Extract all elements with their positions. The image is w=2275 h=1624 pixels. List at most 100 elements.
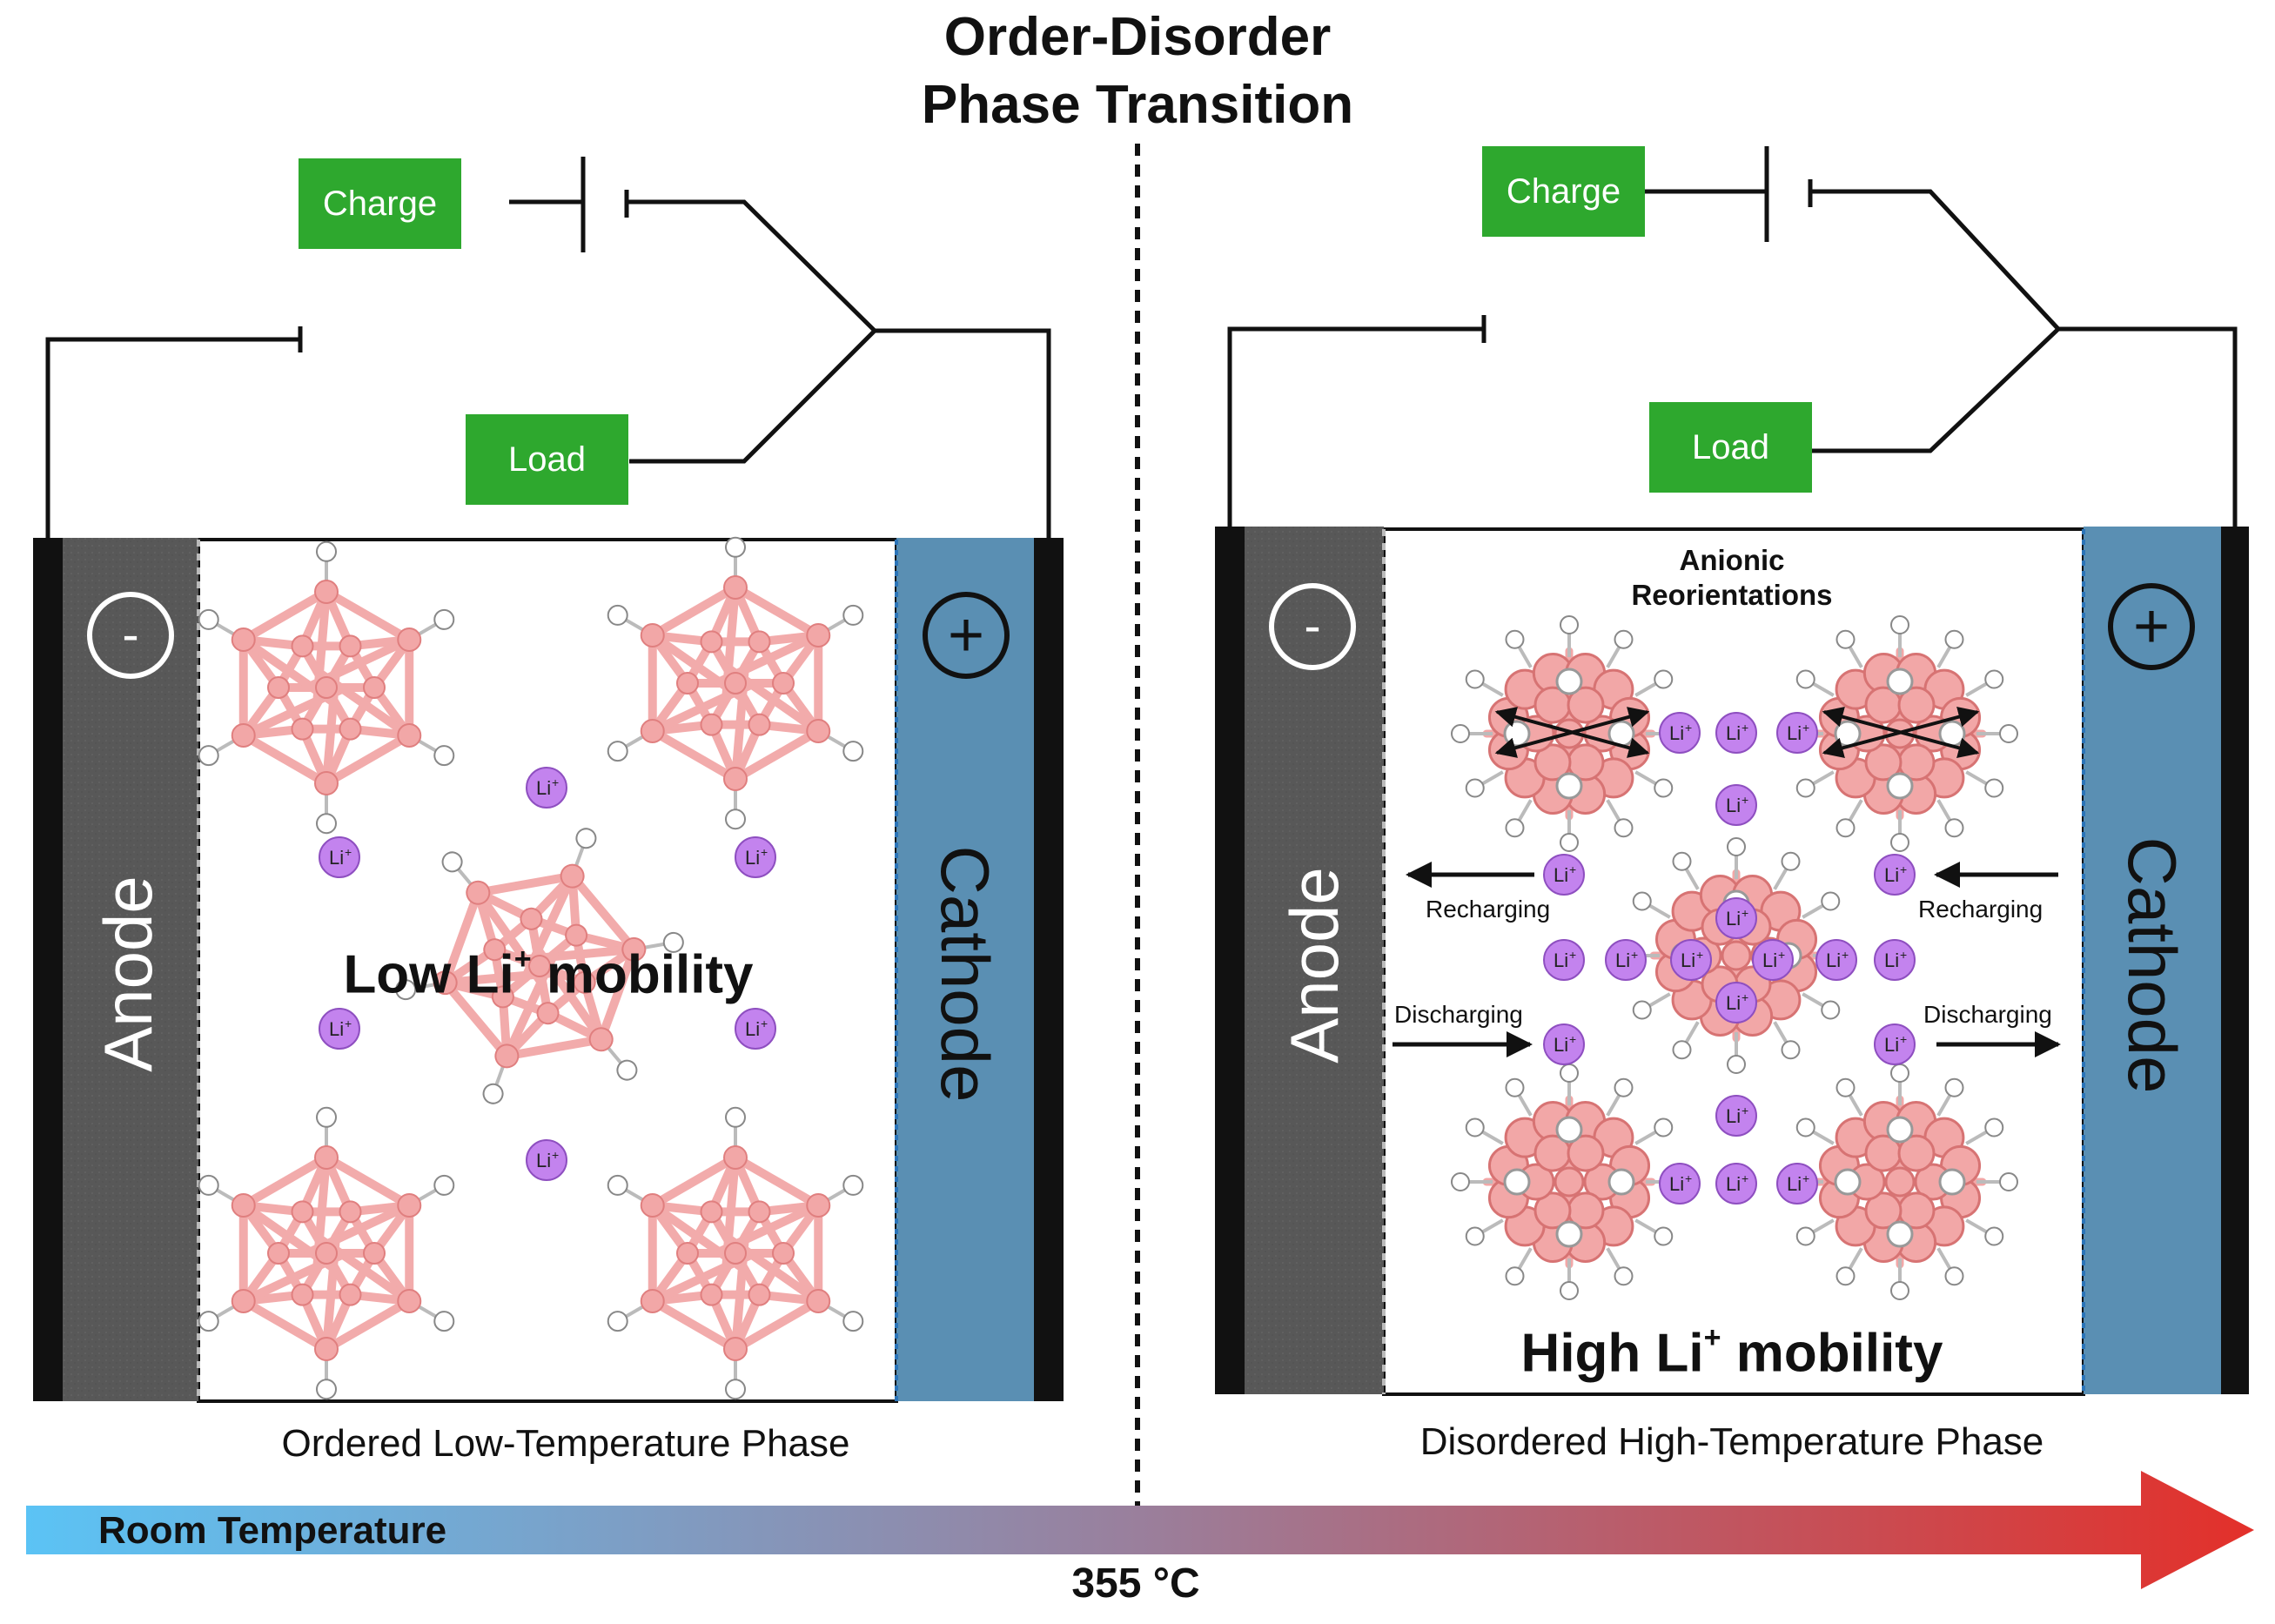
li-ion: Li+ — [1715, 1095, 1757, 1137]
svg-text:Li: Li — [1726, 908, 1741, 929]
transition-temperature-label: 355 °C — [1071, 1560, 1200, 1607]
left-mobility-sup: + — [513, 943, 532, 976]
right-mobility-sup: + — [1703, 1321, 1721, 1354]
left-cathode — [896, 538, 1034, 1401]
svg-text:+: + — [1685, 1171, 1692, 1185]
closo-borane-cluster — [198, 1106, 455, 1400]
left-cathode-sign: + — [947, 601, 985, 670]
right-cathode-label: Cathode — [2114, 836, 2191, 1094]
right-anode-current-collector — [1215, 527, 1245, 1394]
anionic-line-2: Reorientations — [1631, 578, 1833, 611]
left-cell: Li+Li+Li+Li+Li+Li+ — [33, 157, 1064, 1403]
svg-text:Li: Li — [1554, 864, 1568, 886]
right-load-chip: Load — [1649, 402, 1812, 493]
svg-text:Li: Li — [329, 1018, 344, 1040]
svg-text:Li: Li — [745, 1018, 760, 1040]
svg-text:Li: Li — [1787, 1173, 1802, 1195]
svg-text:Li: Li — [1554, 1034, 1568, 1056]
svg-text:Li: Li — [536, 777, 551, 799]
svg-text:Li: Li — [1726, 1173, 1741, 1195]
svg-text:+: + — [1900, 1032, 1907, 1046]
svg-text:+: + — [1741, 793, 1748, 807]
svg-text:+: + — [1802, 1171, 1809, 1185]
svg-text:Li: Li — [1884, 864, 1899, 886]
right-circuit-wires — [1227, 146, 2238, 527]
left-charge-chip: Charge — [299, 158, 461, 249]
svg-text:Li: Li — [1726, 992, 1741, 1014]
svg-text:Li: Li — [1762, 950, 1777, 971]
right-anode-label: Anode — [1276, 867, 1352, 1064]
disordered-cluster — [1782, 1064, 2018, 1300]
right-mobility-label: High Li+ mobility — [1471, 1323, 1993, 1380]
li-ion: Li+ — [1605, 939, 1647, 981]
left-anode — [63, 538, 198, 1401]
svg-text:Li: Li — [1726, 1105, 1741, 1127]
left-mobility-label: Low Li+ mobility — [287, 944, 809, 1002]
li-ion: Li+ — [319, 836, 360, 878]
anionic-reorientations-label: Anionic Reorientations — [1601, 543, 1862, 612]
closo-borane-cluster — [607, 1106, 864, 1400]
temperature-arrow — [26, 1471, 2254, 1589]
right-cathode — [2084, 527, 2221, 1394]
li-ion: Li+ — [1543, 854, 1585, 896]
left-load-chip: Load — [466, 414, 628, 505]
svg-text:+: + — [1741, 990, 1748, 1004]
li-ion: Li+ — [1874, 854, 1916, 896]
left-cathode-current-collector — [1034, 538, 1064, 1401]
li-ion: Li+ — [1874, 939, 1916, 981]
svg-text:Li: Li — [1826, 950, 1841, 971]
svg-text:+: + — [1802, 721, 1809, 735]
right-mobility-prefix: High Li — [1520, 1323, 1704, 1384]
left-minus-circle — [87, 592, 174, 679]
svg-text:Li: Li — [1884, 950, 1899, 971]
svg-text:+: + — [1741, 1171, 1748, 1185]
right-mobility-suffix: mobility — [1721, 1323, 1943, 1384]
closo-borane-cluster — [198, 540, 455, 835]
li-ion: Li+ — [1670, 939, 1712, 981]
svg-text:+: + — [1569, 862, 1576, 876]
svg-text:Li: Li — [1726, 722, 1741, 744]
svg-text:Li: Li — [1669, 722, 1684, 744]
svg-text:Li: Li — [1615, 950, 1630, 971]
li-ion: Li+ — [1776, 1163, 1818, 1205]
title-line-2: Phase Transition — [921, 75, 1354, 135]
svg-text:+: + — [1900, 862, 1907, 876]
svg-text:Li: Li — [745, 847, 760, 869]
discharging-label-right: Discharging — [1923, 1001, 2052, 1028]
svg-text:+: + — [1631, 948, 1638, 962]
right-phase-caption: Disordered High-Temperature Phase — [1419, 1420, 2044, 1463]
ion-flow-arrows — [1393, 862, 2061, 1057]
right-ion-group: Li+Li+Li+Li+Li+Li+Li+Li+Li+Li+Li+Li+Li+L… — [1543, 712, 1916, 1205]
left-cluster-group — [198, 536, 864, 1400]
li-ion: Li+ — [526, 1139, 567, 1181]
svg-text:Li: Li — [1669, 1173, 1684, 1195]
right-anode-sign: - — [1304, 598, 1321, 654]
svg-text:+: + — [1741, 1104, 1748, 1117]
svg-text:+: + — [1741, 721, 1748, 735]
left-anode-sign: - — [122, 607, 139, 663]
discharging-label-left: Discharging — [1394, 1001, 1523, 1028]
li-ion: Li+ — [1715, 712, 1757, 754]
li-ion: Li+ — [1815, 939, 1857, 981]
svg-text:Li: Li — [329, 847, 344, 869]
svg-text:+: + — [552, 1148, 559, 1162]
right-plus-circle — [2108, 583, 2195, 670]
disordered-cluster — [1451, 1064, 1688, 1300]
li-ion: Li+ — [1543, 1023, 1585, 1065]
left-phase-caption: Ordered Low-Temperature Phase — [281, 1422, 850, 1465]
reorientation-arrows — [1494, 706, 1980, 759]
closo-borane-cluster — [607, 536, 864, 830]
svg-text:+: + — [1900, 948, 1907, 962]
svg-text:+: + — [1778, 948, 1785, 962]
svg-text:Li: Li — [1554, 950, 1568, 971]
li-ion: Li+ — [526, 767, 567, 809]
li-ion: Li+ — [1715, 897, 1757, 939]
left-anode-current-collector — [33, 538, 63, 1401]
left-mobility-prefix: Low Li — [343, 944, 514, 1005]
title-line-1: Order-Disorder — [943, 7, 1332, 67]
li-ion: Li+ — [319, 1008, 360, 1050]
svg-text:Li: Li — [1726, 795, 1741, 816]
li-ion: Li+ — [1659, 712, 1701, 754]
